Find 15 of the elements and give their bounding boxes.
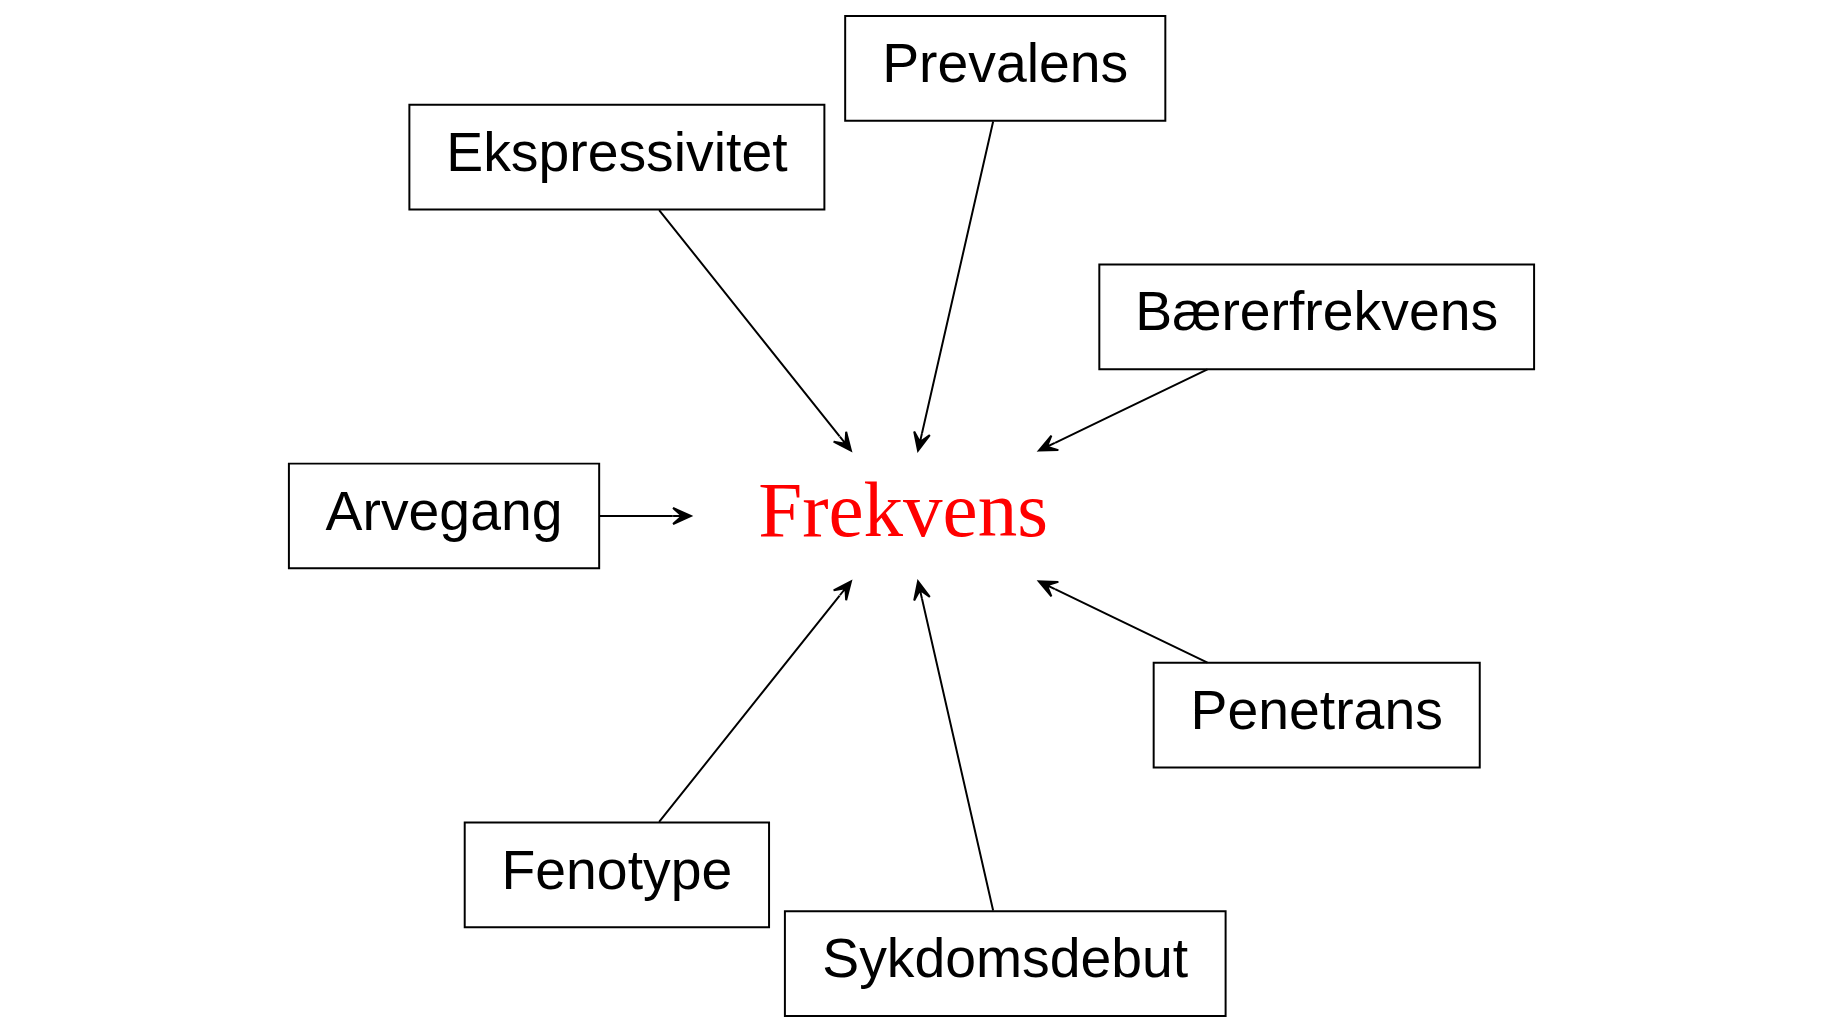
- arrow: [913, 120, 995, 452]
- arrow: [658, 580, 852, 823]
- node-box: Bærerfrekvens: [1098, 263, 1536, 371]
- arrow: [658, 209, 852, 452]
- node-box: Fenotype: [463, 821, 771, 929]
- node-box: Sykdomsdebut: [783, 910, 1227, 1017]
- node-box: Penetrans: [1152, 661, 1481, 769]
- arrow: [1037, 580, 1209, 664]
- arrow: [913, 580, 995, 912]
- arrow: [598, 507, 692, 525]
- node-text: Frekvens: [758, 465, 1048, 553]
- node-box: Arvegang: [287, 462, 601, 570]
- node-box: Ekspressivitet: [408, 103, 826, 211]
- node-box: Prevalens: [844, 15, 1167, 122]
- arrow: [1037, 368, 1209, 452]
